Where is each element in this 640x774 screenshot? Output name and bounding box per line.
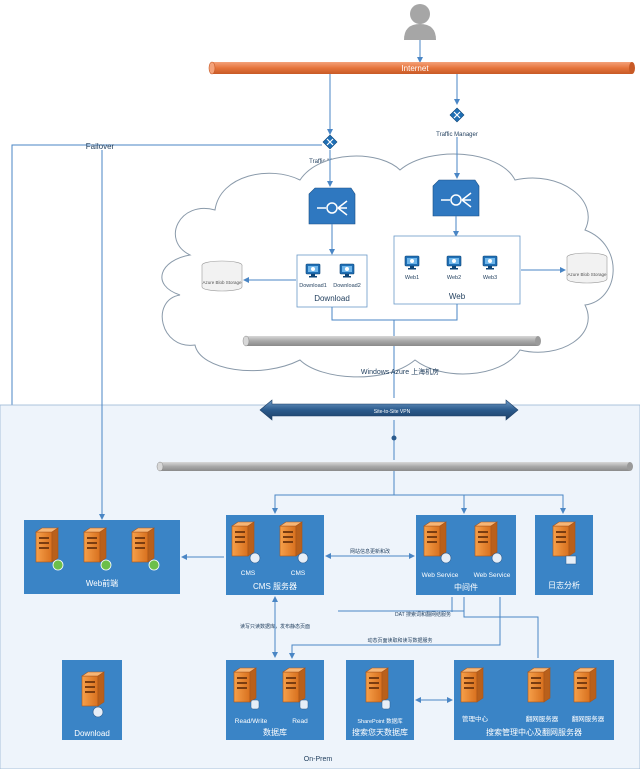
middleware-db-annotation: 动态页面读取和读写数据服务 [367, 637, 432, 644]
middleware-to-search-line [463, 597, 539, 658]
failover-label: Failover [86, 142, 115, 151]
search-node-1-label: 管理中心 [462, 714, 489, 723]
globe-icon [52, 559, 64, 571]
middleware-node-2-label: Web Service [474, 572, 511, 579]
web1-label: Web1 [405, 275, 419, 281]
middleware-server-1-icon [423, 521, 447, 557]
cms-server-1-icon [231, 521, 255, 557]
database-icon [381, 699, 391, 710]
middleware-server-2-icon [474, 521, 498, 557]
web3-label: Web3 [483, 275, 497, 281]
web-frontend-label: Web前端 [86, 578, 118, 588]
search-node-3-label: 翻网服务器 [572, 714, 605, 723]
middleware-group-label: 中间件 [454, 582, 478, 592]
cms-node-1-label: CMS [241, 570, 256, 577]
middleware-search-annotation: DAT 搜索词和翻网结服务 [395, 611, 451, 618]
log-server-icon [552, 521, 576, 557]
sharepoint-server-icon [365, 667, 389, 703]
blob-storage-left-icon [201, 260, 243, 292]
gear-icon [440, 552, 452, 564]
log-analysis-label: 日志分析 [548, 580, 580, 590]
database-group-label: 数据库 [263, 727, 287, 737]
gear-icon [491, 552, 503, 564]
traffic-manager-right-label: Traffic Manager [436, 132, 478, 138]
sharepoint-node-label: SharePoint 数据库 [357, 717, 403, 725]
clipboard-icon [565, 555, 577, 565]
cms-server-2-icon [279, 521, 303, 557]
middleware-db-line [289, 597, 501, 659]
db-node-2-label: Read [292, 718, 308, 725]
sharepoint-group-label: 搜索您天数据库 [352, 727, 408, 737]
globe-icon [148, 559, 160, 571]
load-balancer-web-icon [432, 179, 480, 217]
cms-db-annotation: 读写只读数据库，发布静态页面 [240, 623, 310, 630]
azure-cloud [161, 153, 614, 378]
web-frontend-server-1-icon [35, 527, 59, 563]
gear-icon [297, 552, 309, 564]
crawl-server-2-icon [573, 667, 597, 703]
blob-storage-right-label: Azure Blob Storage [567, 272, 607, 277]
internet-label: Internet [401, 64, 429, 73]
database-icon [250, 699, 260, 710]
search-node-2-label: 翻网服务器 [526, 714, 559, 723]
download1-label: Download1 [299, 283, 327, 289]
search-admin-server-icon [460, 667, 484, 703]
onprem-label: On-Prem [304, 756, 333, 763]
db-server-1-icon [233, 667, 257, 703]
blob-storage-left-label: Azure Blob Storage [202, 280, 242, 285]
blob-storage-right-icon [566, 252, 608, 284]
gear-icon [92, 706, 104, 718]
vpn-junction-icon [391, 435, 397, 441]
db-node-1-label: Read/Write [235, 718, 268, 725]
download-onprem-server-icon [81, 671, 105, 707]
db-server-2-icon [282, 667, 306, 703]
middleware-node-1-label: Web Service [422, 572, 459, 579]
download-group-label: Download [314, 294, 350, 303]
web-frontend-server-3-icon [131, 527, 155, 563]
web-frontend-server-2-icon [83, 527, 107, 563]
crawl-server-1-icon [527, 667, 551, 703]
vpn-tunnel [259, 399, 519, 421]
traffic-manager-right-icon [449, 107, 465, 123]
download2-label: Download2 [333, 283, 361, 289]
cms-group-label: CMS 服务器 [253, 581, 297, 591]
cms-node-2-label: CMS [291, 570, 306, 577]
gear-icon [249, 552, 261, 564]
web2-label: Web2 [447, 275, 461, 281]
internet-pipe [208, 61, 635, 75]
download-onprem-label: Download [74, 729, 110, 738]
search-group-label: 搜索管理中心及翻网服务器 [486, 727, 582, 737]
web-group-label: Web [449, 292, 466, 301]
vpn-label: Site-to-Site VPN [374, 409, 411, 415]
user-icon [404, 4, 436, 40]
onprem-network-pipe [156, 461, 633, 472]
azure-region-label: Windows Azure 上海机房 [361, 367, 439, 376]
azure-network-pipe [242, 335, 541, 347]
cms-middleware-annotation: 网站信息更新和改 [350, 548, 390, 555]
globe-icon [100, 559, 112, 571]
load-balancer-download-icon [308, 187, 356, 225]
database-icon [299, 699, 309, 710]
traffic-manager-left-icon [322, 134, 338, 150]
